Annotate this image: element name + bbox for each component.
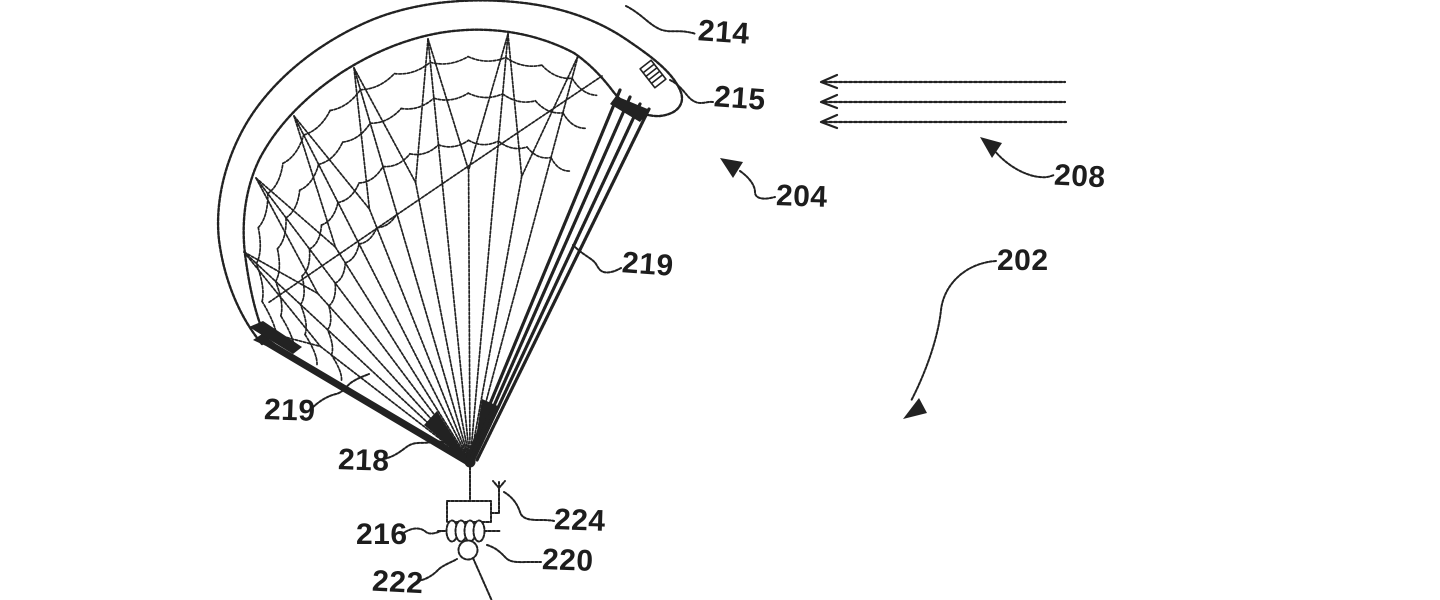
ref-label-220: 220: [541, 543, 595, 578]
ref-label-204: 204: [775, 179, 829, 214]
ref-label-219-right: 219: [620, 246, 675, 283]
leader-218: [383, 440, 453, 460]
ref-label-224: 224: [553, 503, 607, 538]
system-arrow-202: [903, 260, 997, 419]
leader-219-left: [309, 373, 370, 411]
leader-216: [401, 527, 442, 535]
ref-label-216: 216: [356, 518, 408, 551]
leader-220: [486, 544, 542, 564]
canopy-patch: [639, 59, 667, 89]
suspension-lines: [243, 33, 598, 463]
ref-label-215: 215: [712, 80, 767, 117]
wind-arrows: [819, 73, 1068, 130]
pulley: [457, 539, 479, 561]
leader-214: [625, 5, 697, 35]
ref-label-214: 214: [696, 14, 751, 51]
line-convergence-point: [464, 456, 476, 468]
leader-222: [417, 558, 458, 582]
direction-arrow-204: [720, 158, 776, 200]
ref-label-219-left: 219: [263, 393, 317, 428]
tether-line: [472, 557, 493, 600]
antenna-icon: [490, 480, 506, 514]
ref-label-202: 202: [997, 244, 1049, 277]
wind-arrow-callout-208: [980, 137, 1055, 179]
leader-224: [503, 491, 555, 522]
control-module-box: [446, 500, 492, 523]
leader-219-right: [572, 244, 622, 274]
ref-label-218: 218: [337, 443, 391, 478]
canopy: [216, 0, 684, 346]
ref-label-222: 222: [371, 564, 425, 600]
leader-lines: [309, 5, 714, 582]
ref-label-208: 208: [1053, 158, 1107, 195]
payload-module: [437, 466, 506, 600]
canopy-internal-arc: [267, 75, 603, 304]
right-line-bundle: [466, 88, 651, 462]
leader-215: [669, 79, 714, 105]
winch-drum: [437, 519, 501, 543]
